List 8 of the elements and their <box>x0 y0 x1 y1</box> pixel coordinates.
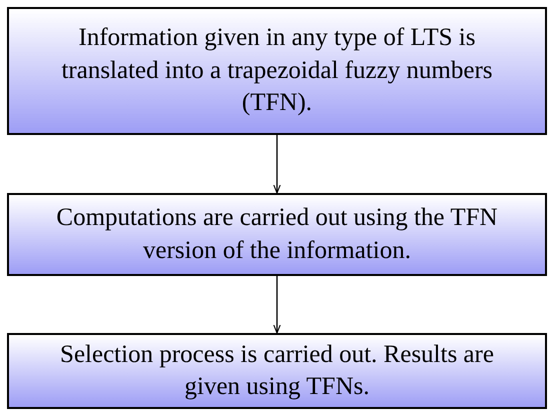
arrow <box>273 276 281 334</box>
box-text: Information given in any type of LTS is translated into a trapezoidal fuzzy numbers (TFN). <box>60 23 494 118</box>
box-text: Selection process is carried out. Results are given using TFNs. <box>59 340 495 402</box>
process-box <box>7 333 547 409</box>
process-box <box>7 193 547 276</box>
process-box <box>7 7 547 135</box>
box-text: Computations are carried out using the TFN version of the information. <box>55 203 499 266</box>
arrow <box>273 135 281 194</box>
